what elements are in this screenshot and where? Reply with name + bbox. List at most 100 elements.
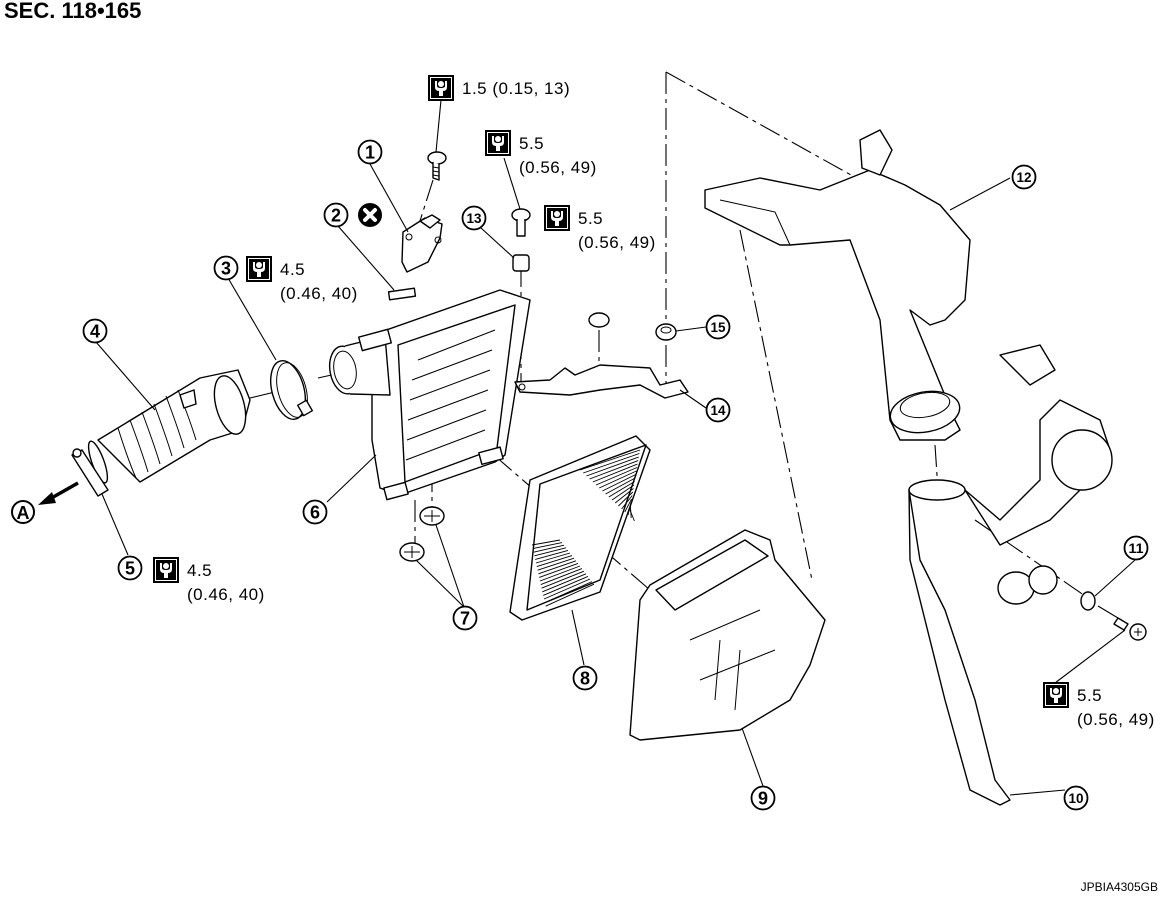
callout-circle <box>117 555 143 581</box>
callout-1: 1 <box>357 139 383 165</box>
torque-wrench-icon <box>428 75 454 101</box>
callout-circle <box>572 665 598 691</box>
callout-10: 10 <box>1063 785 1089 811</box>
part-grommet-15 <box>655 323 677 341</box>
filter-pleat <box>537 557 575 571</box>
callout-7: 7 <box>452 605 478 631</box>
torque-spec-4: 4.5 (0.46, 40) <box>246 256 358 303</box>
torque-spec-5: 4.5(0.46, 40) <box>153 557 264 604</box>
callout-number: 4 <box>90 322 100 342</box>
do-not-reuse-icon <box>358 203 382 227</box>
callout-circle <box>452 605 478 631</box>
callout-3: 3 <box>213 255 239 281</box>
callout-number: 5 <box>125 559 135 579</box>
filter-pleat <box>608 481 635 498</box>
part-air-cleaner-cover <box>629 529 826 741</box>
torque-value: 4.5 <box>280 260 305 279</box>
callout-15: 15 <box>705 314 731 340</box>
callout-number: 10 <box>1069 790 1084 806</box>
part-screw-1 <box>427 151 447 181</box>
torque-spec-1: 1.5 (0.15, 13) <box>428 75 570 101</box>
part-bracket-14 <box>514 364 689 399</box>
filter-pleat <box>629 509 635 522</box>
callout-circle <box>1123 535 1149 561</box>
callout-2: 2 <box>323 202 349 228</box>
filter-pleat <box>538 560 577 575</box>
filter-pleat <box>539 562 579 578</box>
torque-value: 5.5 <box>578 209 603 228</box>
filter-pleat <box>589 460 639 480</box>
torque-spec-6: 5.5(0.56, 49) <box>1043 682 1155 729</box>
torque-wrench-icon <box>544 205 570 231</box>
callout-circle <box>705 397 731 423</box>
torque-value-alt-units: (0.56, 49) <box>578 233 656 252</box>
callout-circle <box>82 318 108 344</box>
filter-pleat <box>545 583 595 607</box>
callout-5: 5 <box>117 555 143 581</box>
callout-number: 11 <box>1129 540 1144 556</box>
filter-pleat <box>599 470 637 489</box>
filter-pleat <box>539 565 581 582</box>
callout-number: 14 <box>711 402 726 418</box>
view-a-reference: A <box>11 500 35 524</box>
part-air-inlet <box>908 344 1113 806</box>
filter-pleat <box>543 575 589 596</box>
callout-11: 11 <box>1123 535 1149 561</box>
part-grommet-13 <box>512 254 530 272</box>
filter-pleat <box>583 453 640 474</box>
callout-circle <box>357 139 383 165</box>
leader-lines <box>95 99 1136 796</box>
callout-9: 9 <box>750 785 776 811</box>
callout-circle <box>1063 785 1089 811</box>
filter-pleat <box>533 544 565 553</box>
section-title: SEC. 118•165 <box>4 0 142 23</box>
filter-pleat <box>534 547 567 557</box>
torque-value-alt-units: (0.56, 49) <box>1077 710 1155 729</box>
filter-pleat <box>595 467 638 486</box>
figure-id: JPBIA4305GB <box>1080 880 1158 894</box>
callout-circle <box>302 499 328 525</box>
filter-pleat <box>541 570 585 589</box>
part-air-duct <box>87 369 251 484</box>
torque-spec-3: 5.5 (0.56, 49) <box>544 205 656 252</box>
filter-pleat <box>592 463 638 483</box>
filter-pleat <box>532 542 563 550</box>
part-bolt-11 <box>1113 617 1147 641</box>
filter-pleat <box>602 474 636 492</box>
torque-wrench-icon <box>246 256 272 282</box>
filter-pleat <box>544 581 593 604</box>
part-air-cleaner-case <box>328 289 531 501</box>
torque-value-alt-units: (0.46, 40) <box>280 284 358 303</box>
callout-number: 6 <box>310 503 320 523</box>
callout-4: 4 <box>82 318 108 344</box>
filter-pleat <box>531 539 561 546</box>
part-grommets <box>399 506 445 562</box>
filter-pleat <box>605 477 636 495</box>
callout-number: 3 <box>221 259 231 279</box>
callout-number: 1 <box>365 143 375 163</box>
part-clamp-5 <box>71 448 109 497</box>
callout-number: 2 <box>331 206 341 226</box>
callout-number: 13 <box>467 210 482 226</box>
filter-pleat <box>627 502 632 516</box>
filter-pleat <box>621 495 633 510</box>
part-gasket <box>387 287 417 301</box>
callout-circle <box>323 202 349 228</box>
part-bolt-13 <box>511 208 531 237</box>
filter-pleat <box>586 456 639 477</box>
filter-pleat <box>535 552 571 564</box>
filter-pleat <box>614 488 634 504</box>
callout-circle <box>213 255 239 281</box>
torque-wrench-icon <box>153 557 179 583</box>
torque-spec-2: 5.5(0.56, 49) <box>485 130 596 177</box>
part-grommet-11 <box>1080 591 1096 611</box>
callout-number: 7 <box>460 609 470 629</box>
filter-pleat <box>618 491 634 507</box>
filter-pleat <box>543 578 591 600</box>
filter-pleat <box>542 573 587 593</box>
torque-wrench-icon <box>485 130 511 156</box>
filter-pleat <box>536 555 573 568</box>
callout-number: 8 <box>580 669 590 689</box>
